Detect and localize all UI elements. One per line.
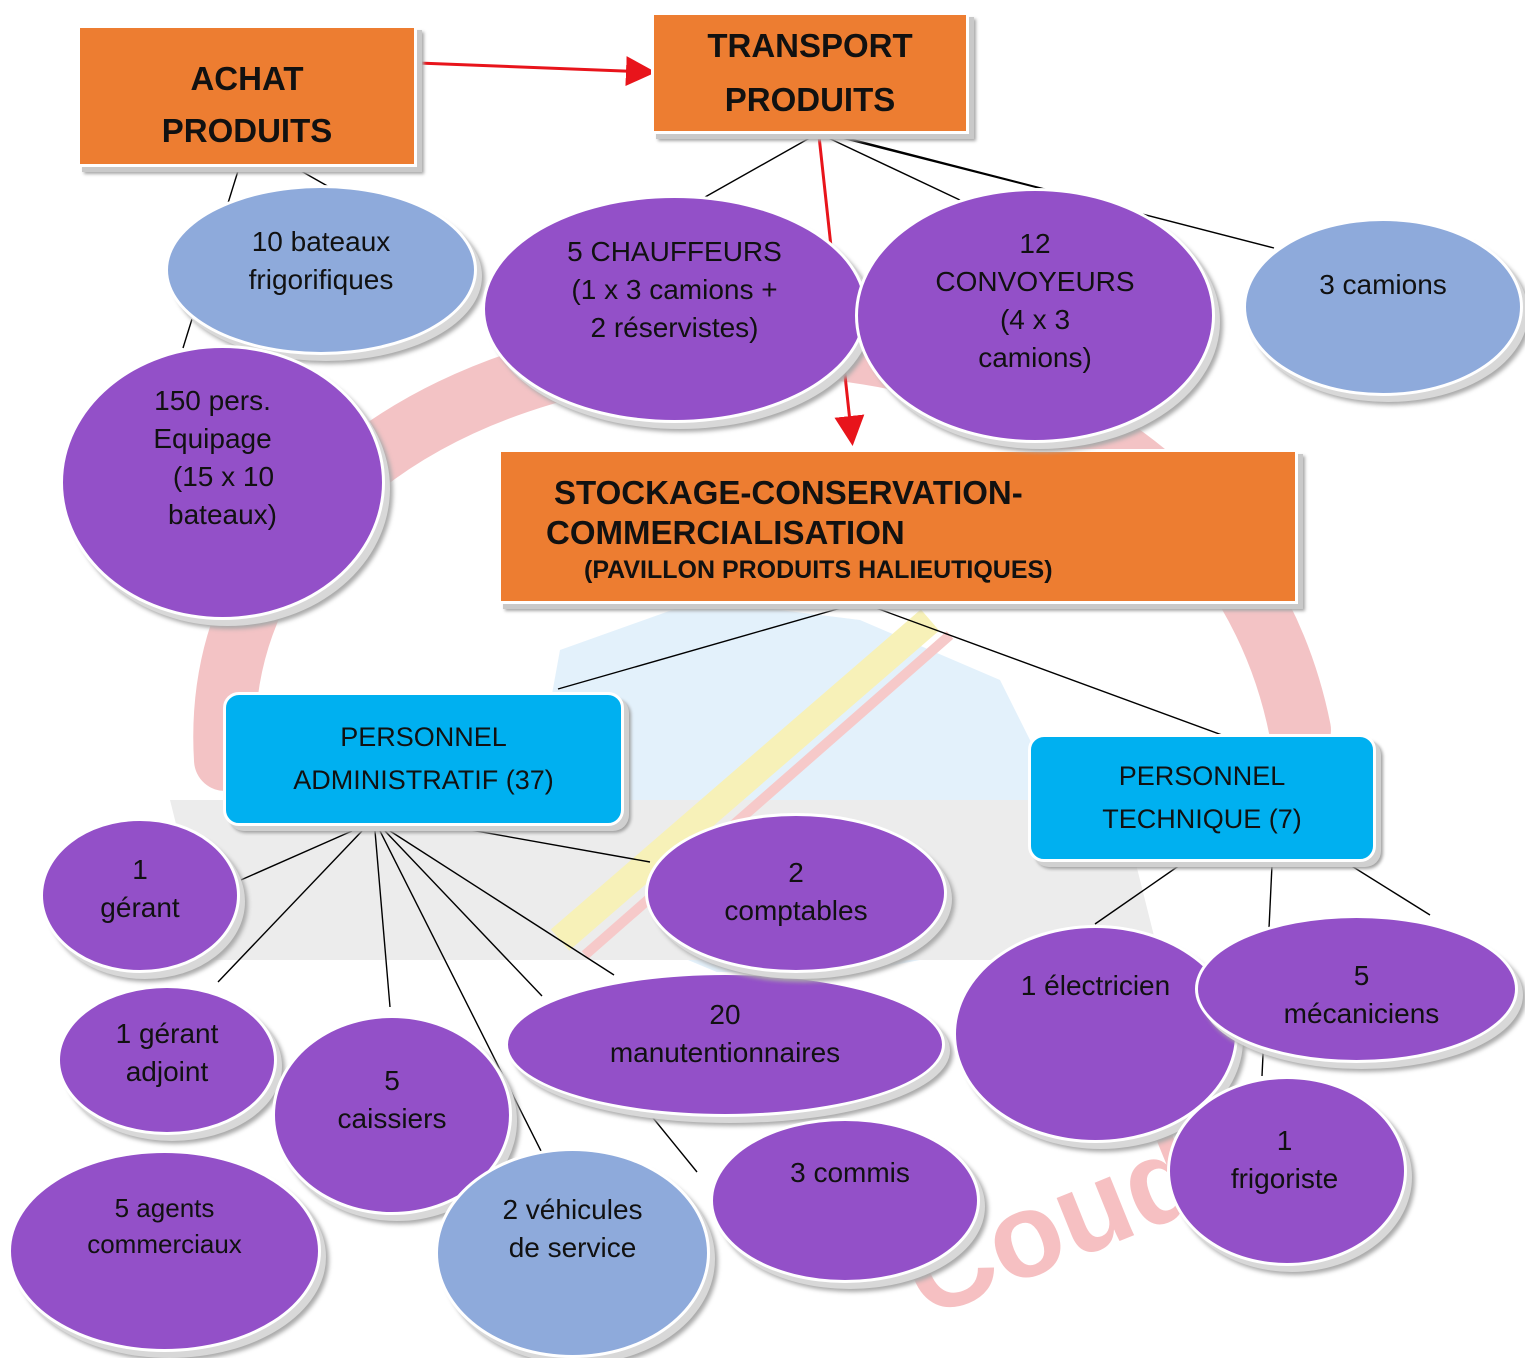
camions-node: 3 camions bbox=[1243, 218, 1523, 396]
commis-line1: 3 commis bbox=[790, 1157, 910, 1188]
bateaux-line1: 10 bateaux bbox=[251, 226, 391, 257]
electricien-line1: 1 électricien bbox=[1020, 970, 1171, 1001]
equipage-node: 150 pers. Equipage (15 x 10 bateaux) bbox=[60, 345, 385, 620]
gerant-line2: gérant bbox=[100, 891, 180, 923]
caissiers-line1: 5 bbox=[384, 1065, 400, 1096]
admin-line2: ADMINISTRATIF (37) bbox=[293, 765, 554, 795]
vehicules-service-node: 2 véhicules de service bbox=[435, 1148, 710, 1358]
convoyeurs-line4: camions) bbox=[978, 341, 1092, 373]
manutentionnaires-node: 20 manutentionnaires bbox=[505, 972, 945, 1117]
mecaniciens-line2: mécaniciens bbox=[1283, 998, 1440, 1029]
gerant-node: 1 gérant bbox=[40, 818, 240, 973]
frigoriste-line2: frigoriste bbox=[1230, 1163, 1339, 1194]
stockage-line3: (PAVILLON PRODUITS HALIEUTIQUES) bbox=[584, 555, 1053, 584]
convoyeurs-line1: 12 bbox=[1019, 227, 1051, 259]
mecaniciens-line1: 5 bbox=[1353, 960, 1370, 991]
chauffeurs-line1: 5 CHAUFFEURS bbox=[567, 236, 782, 267]
comptables-line1: 2 bbox=[788, 857, 804, 888]
gerant-adjoint-line2: adjoint bbox=[125, 1055, 209, 1087]
agents-line1: 5 agents bbox=[114, 1193, 215, 1223]
bateaux-line2: frigorifiques bbox=[248, 264, 394, 295]
convoyeurs-line2: CONVOYEURS bbox=[935, 265, 1135, 297]
achat-line1: ACHAT bbox=[190, 60, 304, 97]
frigoriste-node: 1 frigoriste bbox=[1167, 1076, 1407, 1266]
personnel-technique-box: PERSONNEL TECHNIQUE (7) bbox=[1028, 734, 1376, 862]
gerant-line1: 1 bbox=[132, 853, 148, 885]
convoyeurs-line3: (4 x 3 bbox=[999, 303, 1071, 335]
achat-produits-box: ACHAT PRODUITS bbox=[77, 25, 417, 167]
comptables-node: 2 comptables bbox=[645, 813, 947, 973]
camions-line1: 3 camions bbox=[1319, 268, 1447, 300]
vehicules-line1: 2 véhicules bbox=[502, 1194, 643, 1225]
manutentionnaires-line2: manutentionnaires bbox=[609, 1036, 841, 1068]
convoyeurs-node: 12 CONVOYEURS (4 x 3 camions) bbox=[855, 188, 1215, 443]
achat-line2: PRODUITS bbox=[161, 112, 333, 149]
equipage-line1: 150 pers. bbox=[154, 384, 271, 416]
personnel-administratif-box: PERSONNEL ADMINISTRATIF (37) bbox=[223, 692, 624, 826]
electricien-node: 1 électricien bbox=[953, 925, 1238, 1143]
transport-line1: TRANSPORT bbox=[707, 27, 913, 64]
gerant-adjoint-line1: 1 gérant bbox=[115, 1017, 219, 1049]
transport-line2: PRODUITS bbox=[724, 81, 896, 118]
tech-line2: TECHNIQUE (7) bbox=[1102, 804, 1302, 834]
stockage-line1: STOCKAGE-CONSERVATION- bbox=[554, 473, 1023, 511]
admin-line1: PERSONNEL bbox=[340, 722, 507, 752]
agents-commerciaux-node: 5 agents commerciaux bbox=[8, 1150, 321, 1352]
equipage-line3: (15 x 10 bbox=[172, 460, 275, 492]
mecaniciens-node: 5 mécaniciens bbox=[1195, 915, 1518, 1063]
agents-line2: commerciaux bbox=[87, 1229, 242, 1259]
stockage-conservation-box: STOCKAGE-CONSERVATION- COMMERCIALISATION… bbox=[498, 449, 1298, 604]
equipage-line2: Equipage bbox=[153, 422, 272, 454]
bateaux-frigorifiques-node: 10 bateaux frigorifiques bbox=[165, 185, 477, 355]
caissiers-line2: caissiers bbox=[337, 1103, 447, 1134]
frigoriste-line1: 1 bbox=[1276, 1125, 1293, 1156]
chauffeurs-line2: (1 x 3 camions + bbox=[571, 274, 778, 305]
transport-produits-box: TRANSPORT PRODUITS bbox=[651, 12, 969, 134]
vehicules-line2: de service bbox=[508, 1232, 637, 1263]
manutentionnaires-line1: 20 bbox=[709, 998, 741, 1030]
equipage-line4: bateaux) bbox=[168, 498, 277, 530]
stockage-line2: COMMERCIALISATION bbox=[546, 513, 905, 551]
chauffeurs-line3: 2 réservistes) bbox=[590, 312, 759, 343]
gerant-adjoint-node: 1 gérant adjoint bbox=[57, 985, 277, 1135]
commis-node: 3 commis bbox=[710, 1118, 980, 1283]
comptables-line2: comptables bbox=[724, 895, 868, 926]
chauffeurs-node: 5 CHAUFFEURS (1 x 3 camions + 2 réservis… bbox=[482, 195, 867, 423]
tech-line1: PERSONNEL bbox=[1118, 761, 1286, 791]
